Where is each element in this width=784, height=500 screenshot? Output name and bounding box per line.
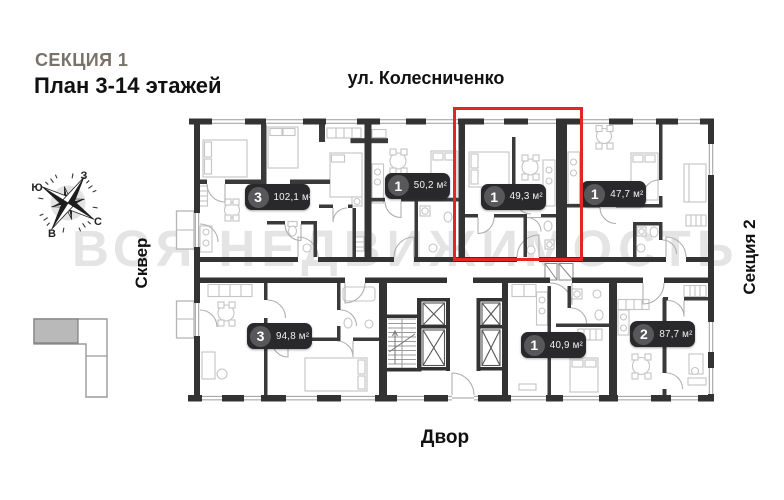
section-title: СЕКЦИЯ 1	[35, 50, 129, 70]
apartment-area: 50,2 м²	[413, 180, 447, 192]
apartment-area: 87,7 м²	[659, 328, 693, 340]
compass-south-label: Ю	[31, 182, 42, 194]
minimap-current-section	[33, 318, 79, 344]
compass-west-label: З	[81, 170, 88, 182]
apartment-area: 47,7 м²	[610, 188, 644, 200]
apartment-area: 94,8 м²	[276, 330, 310, 342]
apartment-badge-50[interactable]: 1 50,2 м²	[384, 172, 450, 199]
room-count: 1	[523, 334, 545, 356]
apartment-badge-49-selected[interactable]: 1 49,3 м²	[480, 183, 546, 210]
apartment-area: 40,9 м²	[549, 339, 583, 351]
compass-east-label: В	[48, 228, 56, 240]
plan-title: План 3-14 этажей	[34, 73, 222, 98]
apartment-badge-40[interactable]: 1 40,9 м²	[520, 332, 586, 359]
apartment-badge-94[interactable]: 3 94,8 м²	[247, 323, 312, 350]
street-label-top: ул. Колесниченко	[347, 68, 505, 88]
room-count: 1	[483, 186, 505, 208]
room-count: 3	[250, 325, 271, 347]
apartment-area: 102,1 м²	[273, 191, 313, 203]
apartment-area: 49,3 м²	[509, 191, 543, 203]
room-count: 2	[633, 323, 655, 345]
apartment-badge-87[interactable]: 2 87,7 м²	[630, 321, 696, 347]
section2-label-right: Секция 2	[740, 219, 759, 295]
apartment-badge-102[interactable]: 3 102,1 м²	[244, 184, 313, 210]
room-count: 1	[584, 183, 606, 205]
park-label-left: Сквер	[132, 237, 151, 289]
compass-north-label: С	[94, 216, 102, 228]
yard-label-bottom: Двор	[420, 427, 470, 448]
location-minimap	[33, 318, 108, 398]
selected-apartment-highlight	[453, 107, 583, 261]
compass-rose: Ю З С В	[31, 170, 102, 240]
room-count: 3	[247, 186, 269, 208]
room-count: 1	[387, 175, 409, 197]
apartment-badge-47[interactable]: 1 47,7 м²	[581, 181, 647, 208]
